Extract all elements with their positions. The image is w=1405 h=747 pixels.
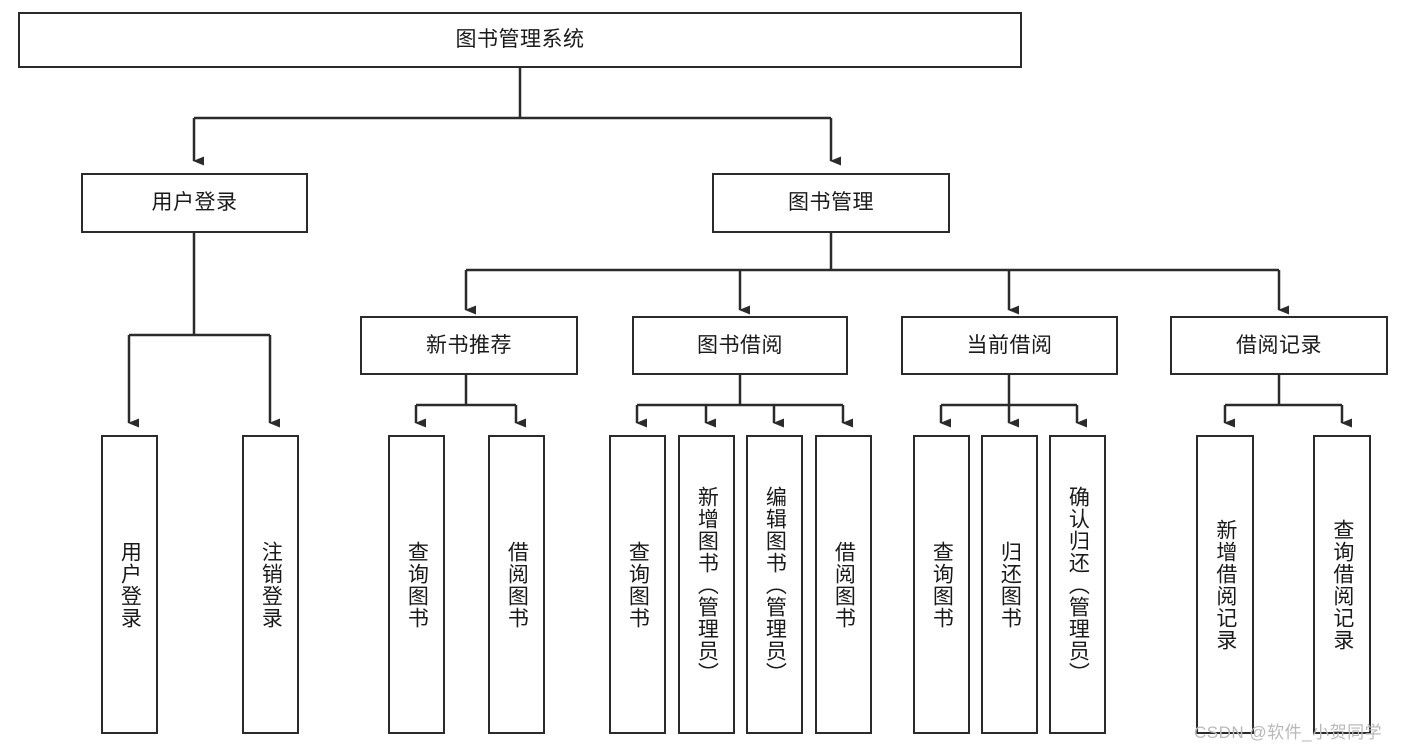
node-leaf-query-book-2[interactable]: 查询图书 bbox=[609, 435, 666, 734]
node-new-book-recommend[interactable]: 新书推荐 bbox=[360, 316, 578, 375]
node-root-label: 图书管理系统 bbox=[455, 28, 585, 52]
node-leaf-add-record-label: 新增借阅记录 bbox=[1213, 518, 1237, 651]
node-borrow-record-label: 借阅记录 bbox=[1236, 333, 1322, 357]
node-leaf-return-book-label: 归还图书 bbox=[998, 540, 1022, 629]
node-leaf-query-record-label: 查询借阅记录 bbox=[1330, 518, 1354, 651]
node-leaf-borrow-book-2-label: 借阅图书 bbox=[832, 540, 856, 629]
node-leaf-query-record[interactable]: 查询借阅记录 bbox=[1313, 435, 1371, 734]
node-leaf-borrow-book-1-label: 借阅图书 bbox=[505, 540, 529, 629]
node-current-borrow-label: 当前借阅 bbox=[966, 333, 1053, 357]
node-leaf-edit-book[interactable]: 编辑图书（管理员） bbox=[746, 435, 803, 734]
node-borrow-record[interactable]: 借阅记录 bbox=[1170, 316, 1388, 375]
node-user-login[interactable]: 用户登录 bbox=[81, 173, 308, 233]
node-leaf-borrow-book-2[interactable]: 借阅图书 bbox=[815, 435, 872, 734]
node-leaf-query-book-3[interactable]: 查询图书 bbox=[913, 435, 970, 734]
node-leaf-return-book[interactable]: 归还图书 bbox=[981, 435, 1038, 734]
node-leaf-user-login[interactable]: 用户登录 bbox=[101, 435, 158, 734]
node-new-book-recommend-label: 新书推荐 bbox=[426, 333, 512, 357]
csdn-watermark: CSDN @软件_小贺同学 bbox=[1194, 723, 1383, 742]
node-leaf-confirm-return[interactable]: 确认归还（管理员） bbox=[1049, 435, 1106, 734]
node-leaf-borrow-book-1[interactable]: 借阅图书 bbox=[488, 435, 545, 734]
node-leaf-query-book-3-label: 查询图书 bbox=[930, 540, 954, 629]
node-root[interactable]: 图书管理系统 bbox=[18, 12, 1022, 68]
node-leaf-query-book-2-label: 查询图书 bbox=[626, 540, 650, 629]
node-leaf-query-book-1-label: 查询图书 bbox=[405, 540, 429, 629]
node-leaf-user-login-label: 用户登录 bbox=[118, 540, 142, 629]
node-leaf-query-book-1[interactable]: 查询图书 bbox=[388, 435, 445, 734]
node-book-manage-label: 图书管理 bbox=[788, 191, 874, 215]
node-current-borrow[interactable]: 当前借阅 bbox=[901, 316, 1118, 375]
node-book-manage[interactable]: 图书管理 bbox=[712, 173, 950, 233]
node-leaf-user-logout[interactable]: 注销登录 bbox=[242, 435, 299, 734]
node-leaf-add-record[interactable]: 新增借阅记录 bbox=[1196, 435, 1254, 734]
node-leaf-add-book-label: 新增图书（管理员） bbox=[695, 485, 719, 684]
node-leaf-user-logout-label: 注销登录 bbox=[259, 540, 283, 629]
node-leaf-edit-book-label: 编辑图书（管理员） bbox=[763, 485, 787, 684]
node-book-borrow-label: 图书借阅 bbox=[697, 333, 783, 357]
node-leaf-add-book[interactable]: 新增图书（管理员） bbox=[678, 435, 735, 734]
node-leaf-confirm-return-label: 确认归还（管理员） bbox=[1066, 485, 1090, 684]
node-book-borrow[interactable]: 图书借阅 bbox=[632, 316, 848, 375]
node-user-login-label: 用户登录 bbox=[151, 191, 238, 215]
